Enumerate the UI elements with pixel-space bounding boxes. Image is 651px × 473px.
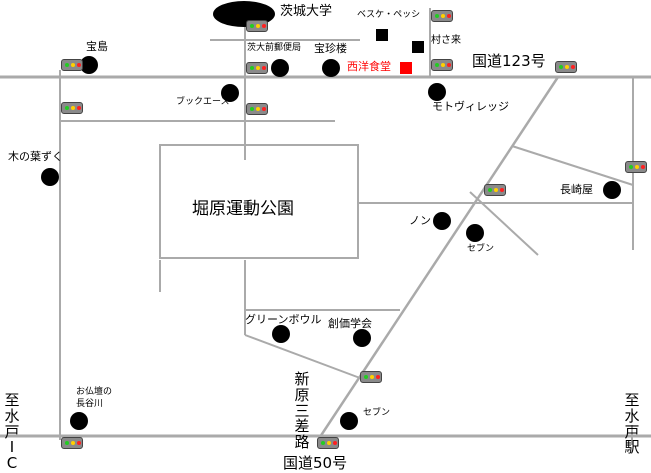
murasakirai-label: 村さ来 <box>431 35 461 46</box>
houchinrou-dot <box>322 59 340 77</box>
murasakirai-square <box>412 41 424 53</box>
bessuke-square <box>376 29 388 41</box>
post-office-dot <box>271 59 289 77</box>
seiyou-shokudou-square <box>400 62 412 74</box>
traffic-light-icon <box>360 371 382 383</box>
traffic-light-icon <box>484 184 506 196</box>
traffic-light-icon <box>246 62 268 74</box>
traffic-light-icon <box>246 103 268 115</box>
south-east-diagonal <box>469 191 539 256</box>
kinohazuku-dot <box>41 168 59 186</box>
east-diagonal-road <box>511 145 634 186</box>
route-123-label: 国道123号 <box>472 52 546 70</box>
traffic-light-icon <box>61 437 83 449</box>
non-dot <box>433 212 451 230</box>
obutsudan-dot <box>70 412 88 430</box>
moto-village-label: モトヴィレッジ <box>432 100 509 113</box>
takarajima-dot <box>80 56 98 74</box>
seiyou-shokudou-label: 西洋食堂 <box>347 60 391 73</box>
traffic-light-icon <box>431 10 453 22</box>
post-office-label: 茨大前郵便局 <box>247 43 302 53</box>
mito-ic-label: 至 水 戸 I C <box>4 391 20 472</box>
seven-north-dot <box>466 224 484 242</box>
seven-north-label: セブン <box>467 244 495 254</box>
takarajima-label: 宝島 <box>86 40 108 53</box>
houchinrou-label: 宝珍楼 <box>314 42 347 55</box>
seven-south-dot <box>340 412 358 430</box>
shinhara-sansaro-label: 新 原 三 差 路 <box>294 370 310 451</box>
green-bowl-label: グリーンボウル <box>245 313 322 326</box>
traffic-light-icon <box>246 20 268 32</box>
obutsudan-label-line2: 長谷川 <box>76 399 104 409</box>
green-bowl-dot <box>272 325 290 343</box>
nagasakiya-dot <box>603 181 621 199</box>
traffic-light-icon <box>61 59 83 71</box>
bessuke-label: ベスケ・ペッシ <box>357 10 421 20</box>
mito-station-label: 至 水 戸 駅 <box>624 391 640 457</box>
obutsudan-label-line1: お仏壇の <box>76 387 113 397</box>
moto-village-dot <box>428 83 446 101</box>
traffic-light-icon <box>555 61 577 73</box>
book-ace-dot <box>221 84 239 102</box>
traffic-light-icon <box>431 59 453 71</box>
park-outline <box>159 144 359 259</box>
soka-gakkai-dot <box>353 329 371 347</box>
university-label: 茨城大学 <box>280 4 333 19</box>
diagonal-main-road <box>316 76 560 441</box>
green-bowl-diagonal <box>244 334 361 379</box>
park-label: 堀原運動公園 <box>192 199 294 219</box>
traffic-light-icon <box>61 102 83 114</box>
traffic-light-icon <box>625 161 647 173</box>
soka-gakkai-label: 創価学会 <box>328 317 372 330</box>
route-50-label: 国道50号 <box>283 454 348 472</box>
non-label: ノン <box>409 214 431 227</box>
kinohazuku-label: 木の葉ずく <box>8 150 63 163</box>
traffic-light-icon <box>317 437 339 449</box>
book-ace-label: ブックエース <box>176 97 230 107</box>
seven-south-label: セブン <box>363 408 391 418</box>
nagasakiya-label: 長崎屋 <box>560 183 593 196</box>
